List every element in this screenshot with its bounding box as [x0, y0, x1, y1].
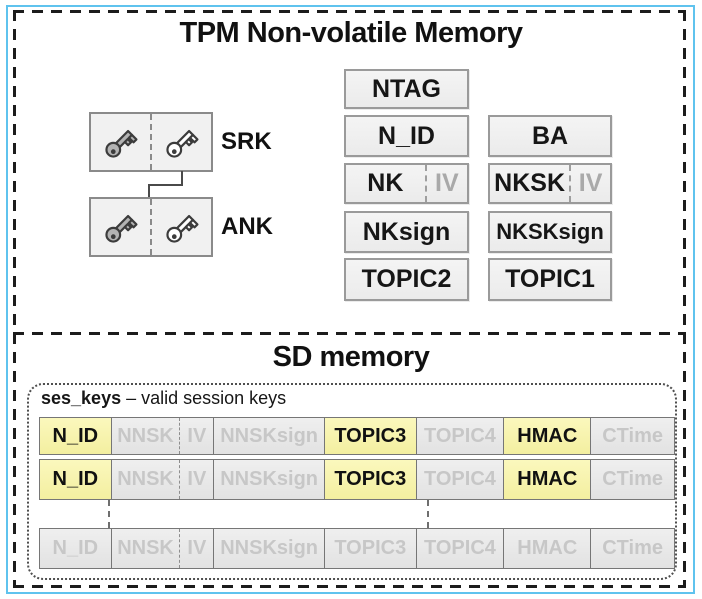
cell-iv: IV — [180, 460, 215, 499]
cell-ctime: CTime — [591, 418, 674, 454]
key-icon — [165, 129, 199, 158]
key-icon — [104, 129, 138, 158]
box-nksk-iv: NKSK IV — [488, 163, 612, 204]
key-icon — [165, 214, 199, 243]
ses-keys-container: ses_keys – valid session keys N_ID NNSK … — [27, 383, 677, 580]
cell-topic4: TOPIC4 — [416, 529, 505, 568]
srk-key-box — [89, 112, 213, 172]
session-key-row-2: N_ID NNSK IV NNSKsign TOPIC3 TOPIC4 HMAC… — [39, 459, 675, 500]
box-ba: BA — [488, 115, 612, 157]
cell-hmac: HMAC — [504, 460, 592, 499]
cell-ctime: CTime — [591, 460, 674, 499]
cell-nnsksign: NNSKsign — [214, 460, 325, 499]
dashed-border-bottom — [13, 585, 686, 588]
cell-n-id: N_ID — [40, 418, 112, 454]
box-nksksign: NKSKsign — [488, 211, 612, 253]
cell-topic3: TOPIC3 — [324, 529, 417, 568]
sd-section-title: SD memory — [272, 341, 430, 373]
dashed-border-right — [683, 10, 686, 588]
cell-ctime: CTime — [591, 529, 674, 568]
session-key-row-3: N_ID NNSK IV NNSKsign TOPIC3 TOPIC4 HMAC… — [39, 528, 675, 569]
cell-nnsk: NNSK — [111, 418, 181, 454]
nksk-label: NKSK — [494, 169, 566, 197]
cell-n-id: N_ID — [40, 529, 112, 568]
section-divider — [13, 332, 686, 335]
cell-nnsksign: NNSKsign — [214, 529, 325, 568]
cell-topic3: TOPIC3 — [324, 460, 417, 499]
ank-key-box — [89, 197, 213, 257]
cell-topic4: TOPIC4 — [416, 418, 505, 454]
cell-iv: IV — [180, 529, 215, 568]
box-nk-iv: NK IV — [344, 163, 469, 204]
ses-keys-name: ses_keys — [41, 388, 122, 408]
nk-iv-label: IV — [424, 165, 467, 202]
cell-hmac: HMAC — [504, 418, 592, 454]
nksk-iv-label: IV — [569, 165, 610, 202]
outer-blue-frame — [6, 5, 695, 594]
box-n-id: N_ID — [344, 115, 469, 157]
srk-ank-connector — [148, 171, 183, 199]
box-nksign: NKsign — [344, 211, 469, 253]
srk-label: SRK — [221, 128, 272, 155]
ses-keys-description: – valid session keys — [126, 388, 287, 408]
cell-topic4: TOPIC4 — [416, 460, 505, 499]
box-topic2: TOPIC2 — [344, 258, 469, 301]
session-key-row-1: N_ID NNSK IV NNSKsign TOPIC3 TOPIC4 HMAC… — [39, 417, 675, 455]
cell-iv: IV — [180, 418, 215, 454]
cell-topic3: TOPIC3 — [324, 418, 417, 454]
dashed-border-left — [13, 10, 16, 588]
nk-label: NK — [367, 169, 404, 197]
cell-hmac: HMAC — [504, 529, 592, 568]
box-ntag: NTAG — [344, 69, 469, 109]
key-icon — [104, 214, 138, 243]
cell-nnsksign: NNSKsign — [214, 418, 325, 454]
box-topic1: TOPIC1 — [488, 258, 612, 301]
continuation-dash-right — [427, 500, 429, 528]
ank-label: ANK — [221, 213, 273, 240]
tpm-section-title: TPM Non-volatile Memory — [179, 17, 524, 49]
cell-n-id: N_ID — [40, 460, 112, 499]
dashed-border-top — [13, 10, 686, 13]
continuation-dash-left — [108, 500, 110, 528]
ses-keys-label: ses_keys – valid session keys — [41, 388, 286, 409]
cell-nnsk: NNSK — [111, 529, 181, 568]
cell-nnsk: NNSK — [111, 460, 181, 499]
